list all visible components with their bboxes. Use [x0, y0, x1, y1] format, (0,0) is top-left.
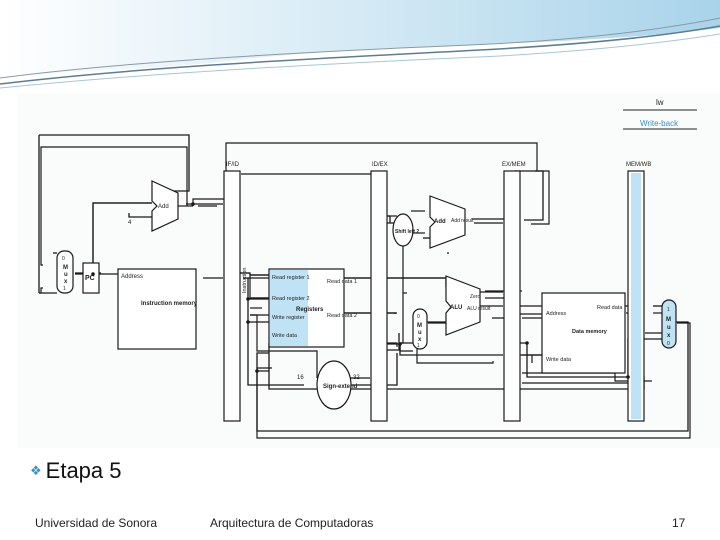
svg-text:Read register 2: Read register 2	[272, 296, 310, 302]
instruction-memory: Address Instruction memory	[117, 268, 198, 350]
svg-text:x: x	[667, 333, 671, 339]
legend-instruction: lw	[656, 98, 664, 107]
svg-text:Address: Address	[121, 274, 143, 280]
ifid-register	[223, 170, 241, 422]
svg-text:Address: Address	[546, 311, 566, 317]
svg-text:M: M	[417, 323, 422, 329]
svg-text:ALU: ALU	[450, 305, 462, 311]
svg-text:x: x	[418, 337, 422, 343]
wire-junctions	[91, 202, 630, 379]
pc-adder: Add	[151, 180, 179, 232]
pipeline-datapath-diagram: lw Write-back IF/ID ID/EX EX/MEM MEM/WB …	[17, 93, 720, 448]
svg-text:Read data: Read data	[597, 305, 623, 311]
svg-text:u: u	[418, 330, 422, 336]
alu: ALU Zero ALU result	[445, 275, 491, 336]
alu-mux: 0 M u x 1	[412, 308, 428, 350]
svg-text:Registers: Registers	[296, 307, 324, 313]
svg-text:1: 1	[667, 307, 670, 313]
exmem-register	[503, 170, 521, 422]
memwb-highlight	[631, 173, 641, 419]
shift-left-unit: Shift left 2	[392, 213, 419, 247]
page-number: 17	[672, 516, 686, 530]
pc-mux: 0 M u x 1	[56, 250, 74, 294]
instruction-memory-label: Instruction memory	[141, 301, 198, 307]
svg-text:Add: Add	[158, 204, 169, 210]
svg-text:0: 0	[417, 314, 420, 320]
pipeline-registers: IF/ID ID/EX EX/MEM MEM/WB	[223, 162, 651, 422]
register-file: Read register 1 Read register 2 Write re…	[268, 268, 357, 348]
svg-text:Write data: Write data	[546, 357, 572, 363]
svg-text:x: x	[64, 279, 68, 285]
svg-text:16: 16	[297, 375, 304, 381]
constant-four: 4	[128, 220, 132, 226]
svg-text:Sign-extend: Sign-extend	[323, 384, 358, 390]
footer-institution: Universidad de Sonora	[35, 516, 158, 530]
sign-extend-unit: Sign-extend 16 32	[297, 360, 360, 410]
legend-stage: Write-back	[640, 119, 679, 128]
svg-text:Read data 1: Read data 1	[327, 279, 357, 285]
svg-text:Shift left 2: Shift left 2	[395, 229, 419, 235]
svg-text:u: u	[667, 325, 671, 331]
bullet-icon: ❖	[30, 463, 42, 478]
svg-text:Write register: Write register	[272, 315, 305, 321]
writeback-mux: 1 M u x 0	[661, 299, 677, 349]
svg-text:Add: Add	[434, 219, 446, 225]
data-memory: Address Read data Data memory Write data	[541, 292, 626, 374]
svg-text:M: M	[666, 317, 671, 323]
svg-text:Add result: Add result	[451, 218, 474, 224]
svg-text:32: 32	[353, 375, 360, 381]
pc-register	[82, 262, 100, 294]
footer-course: Arquitectura de Computadoras	[210, 516, 374, 530]
svg-text:1: 1	[63, 286, 66, 292]
svg-text:Read data 2: Read data 2	[327, 313, 357, 319]
svg-text:ALU result: ALU result	[467, 306, 491, 312]
svg-text:Zero: Zero	[470, 294, 481, 300]
ifid-label: IF/ID	[226, 162, 240, 168]
svg-text:Data memory: Data memory	[572, 329, 608, 335]
exmem-label: EX/MEM	[502, 162, 526, 168]
svg-text:1: 1	[417, 343, 420, 349]
bullet-text: Etapa 5	[45, 458, 122, 483]
header-decoration	[0, 0, 720, 89]
svg-text:M: M	[63, 265, 68, 271]
idex-register	[370, 170, 388, 422]
branch-adder: Add Add result	[429, 195, 474, 249]
instruction-label: Instruction	[242, 268, 248, 293]
svg-text:0: 0	[62, 256, 65, 262]
pc-label: PC	[85, 275, 95, 282]
bullet-item: ❖ Etapa 5	[30, 458, 122, 484]
svg-text:0: 0	[667, 341, 670, 347]
idex-label: ID/EX	[372, 162, 388, 168]
svg-text:Write data: Write data	[272, 333, 298, 339]
svg-text:Read register 1: Read register 1	[272, 275, 310, 281]
svg-text:u: u	[64, 272, 68, 278]
svg-text:Instruction memory: Instruction memory	[141, 301, 198, 307]
memwb-label: MEM/WB	[626, 162, 651, 168]
stage-legend: lw Write-back	[623, 98, 697, 130]
